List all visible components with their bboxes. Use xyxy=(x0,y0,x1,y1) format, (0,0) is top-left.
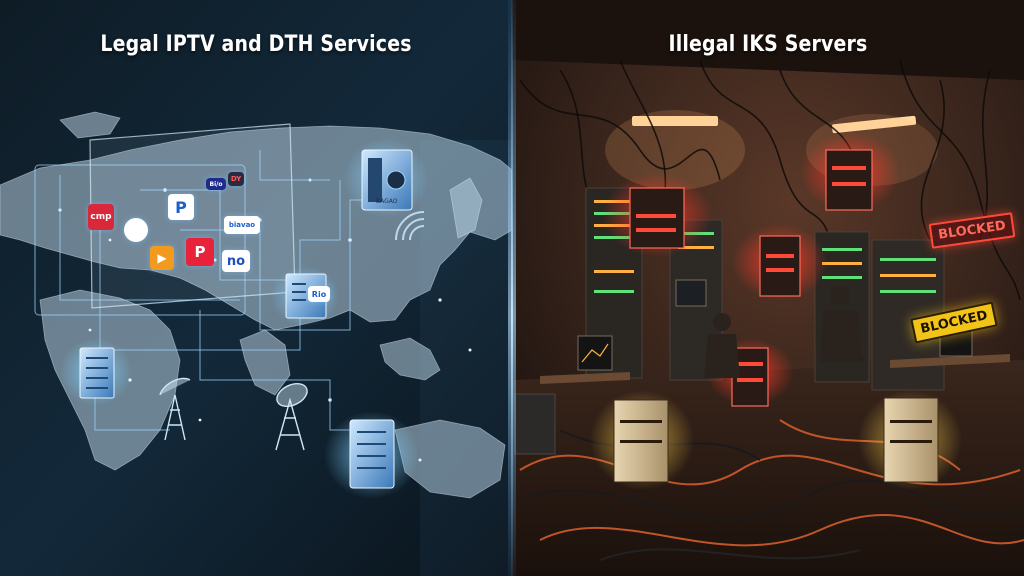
blue-circle-app-logo xyxy=(124,218,148,242)
server-cabinet-top-right xyxy=(344,138,428,218)
right-panel-title: Illegal IKS Servers xyxy=(668,32,868,57)
server-box-center xyxy=(271,266,339,326)
satellite-dish-tower-left xyxy=(159,377,191,441)
biavao-app-logo: biavao xyxy=(224,216,260,234)
small-dy-app-logo: DY xyxy=(228,172,244,186)
blue-no-app-logo: no xyxy=(222,250,250,272)
red-p-app-logo: P xyxy=(186,238,214,266)
light-haze xyxy=(420,140,512,576)
glowing-server-boxes xyxy=(590,390,962,490)
rio-app-logo: Rio xyxy=(308,286,330,302)
satellite-dish-tower-right xyxy=(275,382,308,451)
people-silhouettes xyxy=(704,286,864,378)
divider-line xyxy=(511,0,513,576)
server-label: BAGAO xyxy=(376,198,398,205)
server-rack-bottom xyxy=(324,411,420,499)
workbenches-and-monitors xyxy=(514,279,1010,455)
white-p-app-logo: P xyxy=(168,194,194,220)
ceiling xyxy=(512,0,1024,80)
small-purple-app-logo: Bi/o xyxy=(206,178,226,190)
red-app-logo: cmp xyxy=(88,204,114,230)
signal-wave-icon xyxy=(395,211,425,241)
red-hot-servers xyxy=(602,132,900,407)
orange-play-app-logo: ▶ xyxy=(150,246,174,270)
left-panel-title: Legal IPTV and DTH Services xyxy=(100,32,412,57)
server-rack-left xyxy=(60,338,132,406)
